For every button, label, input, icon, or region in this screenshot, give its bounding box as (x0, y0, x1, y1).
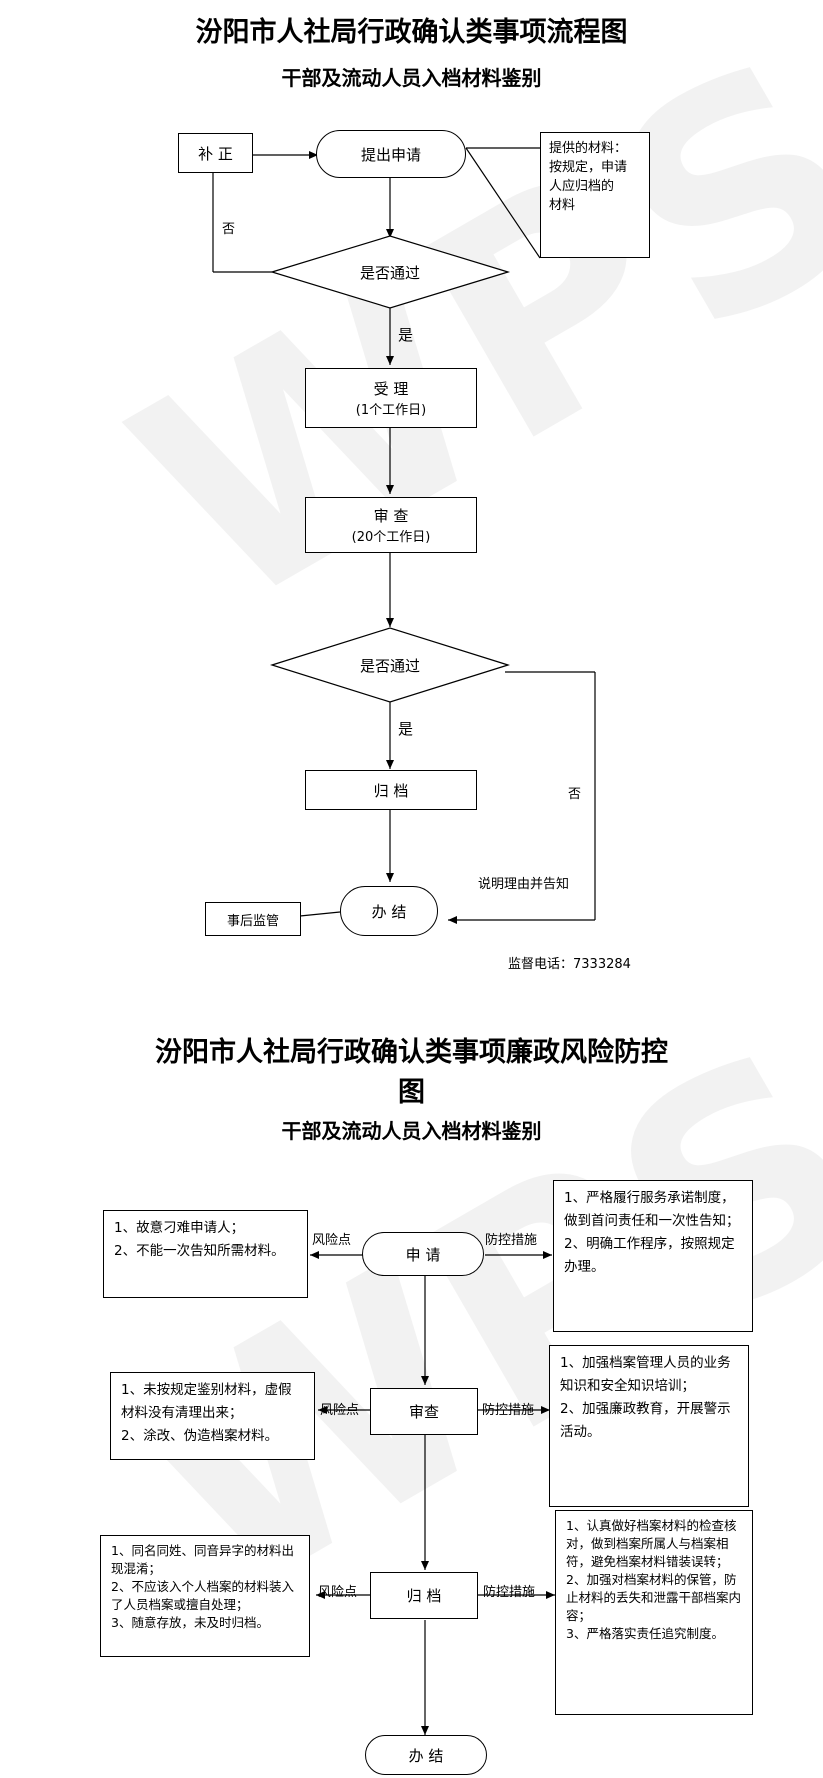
risk-title-line2: 图 (398, 1077, 425, 1108)
accept-label: 受 理 (373, 380, 409, 398)
step-review-label: 审查 (408, 1403, 439, 1421)
finish-label: 办 结 (371, 902, 407, 921)
supervise-label: 事后监管 (226, 913, 279, 929)
risk-finish-label: 办 结 (408, 1746, 444, 1765)
accept-box: 受 理 (1个工作日) (305, 368, 477, 428)
step-apply-label: 申 请 (405, 1245, 441, 1264)
control-label-1: 防控措施 (485, 1233, 538, 1248)
risk-subtitle: 干部及流动人员入档材料鉴别 (281, 1119, 542, 1143)
explain-label: 说明理由并告知 (478, 877, 570, 892)
yes-label-1: 是 (398, 326, 414, 344)
accept-days: (1个工作日) (355, 403, 427, 418)
risk-finish-pill: 办 结 (365, 1735, 487, 1775)
step-archive-box: 归 档 (370, 1572, 478, 1619)
control-label-3: 防控措施 (483, 1585, 536, 1600)
finish-pill: 办 结 (340, 886, 438, 936)
review-box: 审 查 (20个工作日) (305, 497, 477, 553)
step-apply-pill: 申 请 (362, 1232, 484, 1276)
apply-label: 提出申请 (360, 145, 421, 164)
step-review-box: 审查 (370, 1388, 478, 1435)
review-label: 审 查 (373, 507, 409, 525)
control-label-2: 防控措施 (482, 1403, 535, 1418)
materials-note: 提供的材料： 按规定，申请 人应归档的 材料 (540, 132, 650, 258)
control-box-archive: 1、认真做好档案材料的检查核对，做到档案所属人与档案相符，避免档案材料错装误转；… (555, 1510, 753, 1715)
flow-title: 汾阳市人社局行政确认类事项流程图 (195, 17, 628, 48)
no-label-1: 否 (222, 222, 236, 237)
flow-subtitle: 干部及流动人员入档材料鉴别 (281, 66, 542, 90)
archive-label: 归 档 (373, 781, 409, 800)
decision-diamond-1 (269, 235, 511, 309)
risk-box-review: 1、未按规定鉴别材料，虚假材料没有清理出来； 2、涂改、伪造档案材料。 (110, 1372, 315, 1460)
decision-label-2: 是否通过 (359, 656, 420, 675)
control-box-apply: 1、严格履行服务承诺制度，做到首问责任和一次性告知； 2、明确工作程序，按照规定… (553, 1180, 753, 1332)
risk-point-label-2: 风险点 (320, 1403, 360, 1418)
review-days: (20个工作日) (351, 530, 431, 545)
buzheng-label: 补 正 (198, 144, 233, 163)
control-box-review: 1、加强档案管理人员的业务知识和安全知识培训； 2、加强廉政教育，开展警示活动。 (549, 1345, 749, 1507)
archive-box: 归 档 (305, 770, 477, 810)
no-label-2: 否 (568, 787, 582, 802)
decision-label-1: 是否通过 (359, 263, 420, 282)
decision-diamond-2 (269, 627, 511, 703)
risk-box-apply: 1、故意刁难申请人； 2、不能一次告知所需材料。 (103, 1210, 308, 1298)
step-archive-label: 归 档 (406, 1587, 442, 1605)
supervision-phone: 监督电话：7333284 (508, 957, 631, 972)
risk-box-archive: 1、同名同姓、同音异字的材料出现混淆； 2、不应该入个人档案的材料装入了人员档案… (100, 1535, 310, 1657)
risk-point-label-3: 风险点 (318, 1585, 358, 1600)
risk-title-line1: 汾阳市人社局行政确认类事项廉政风险防控 (155, 1037, 668, 1068)
yes-label-2: 是 (398, 720, 414, 738)
apply-pill: 提出申请 (316, 130, 466, 178)
risk-point-label-1: 风险点 (312, 1233, 352, 1248)
buzheng-box: 补 正 (178, 133, 253, 173)
supervise-box: 事后监管 (205, 902, 301, 936)
